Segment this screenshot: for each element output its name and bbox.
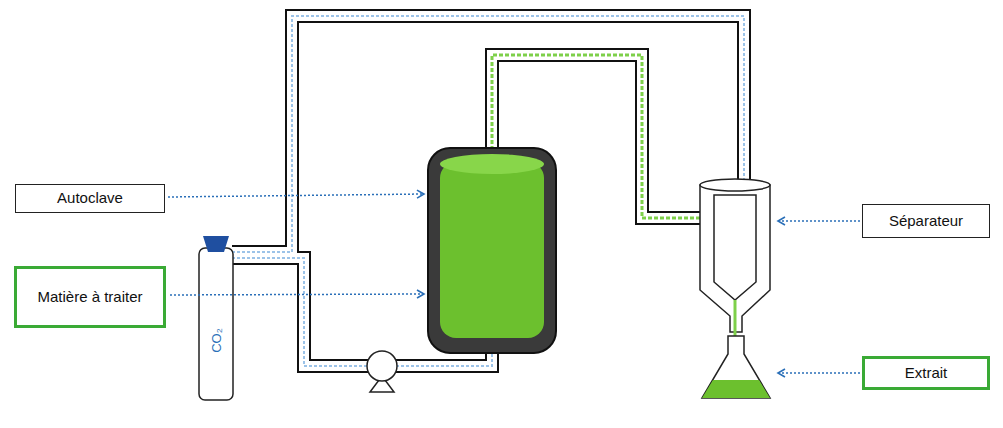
label-text: Séparateur bbox=[889, 212, 963, 231]
extract-label-box: Extrait bbox=[862, 356, 990, 390]
gas-label: CO₂ bbox=[208, 328, 223, 353]
material-label-box: Matière à traiter bbox=[14, 266, 166, 328]
label-text: Matière à traiter bbox=[37, 288, 142, 307]
part-label-box: Séparateur bbox=[862, 204, 990, 238]
label-text: Extrait bbox=[905, 364, 948, 383]
part-label-box: Autoclave bbox=[15, 184, 165, 213]
label-text: Autoclave bbox=[57, 189, 123, 208]
